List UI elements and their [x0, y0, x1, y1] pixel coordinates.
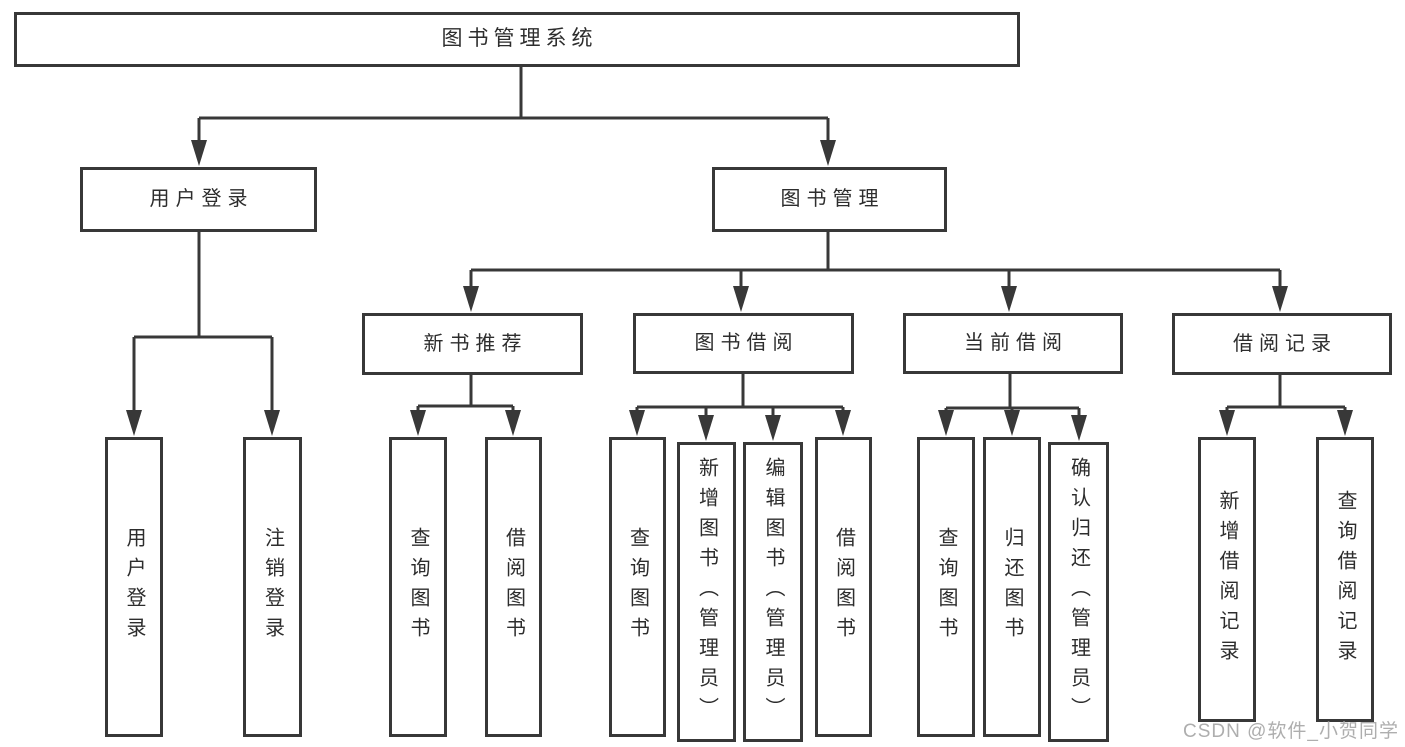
arrowhead-cb-query — [938, 410, 954, 436]
leaf-current-borrow-return: 归还图书 — [983, 437, 1041, 737]
leaf-book-borrow-borrow: 借阅图书 — [815, 437, 872, 737]
csdn-watermark: CSDN @软件_小贺同学 — [1183, 721, 1399, 742]
node-root: 图书管理系统 — [14, 12, 1020, 67]
arrowhead-new-books — [463, 286, 479, 312]
node-new-books-label: 新书推荐 — [423, 332, 528, 355]
leaf-book-borrow-borrow-label: 借阅图书 — [832, 527, 855, 647]
node-book-mgmt: 图书管理 — [712, 167, 947, 232]
leaf-current-borrow-confirm: 确认归还（管理员） — [1048, 442, 1109, 742]
leaf-book-borrow-edit-label: 编辑图书（管理员） — [762, 457, 784, 727]
arrowhead-leaf-login — [126, 410, 142, 436]
arrowhead-nb-borrow — [505, 410, 521, 436]
arrowhead-current-borrow — [1001, 286, 1017, 312]
connector-book-mgmt-children — [469, 232, 1282, 290]
arrowhead-bb-edit — [765, 415, 781, 441]
connector-root-to-level2 — [197, 67, 830, 146]
leaf-book-borrow-add-label: 新增图书（管理员） — [695, 457, 718, 727]
arrowhead-br-add — [1219, 410, 1235, 436]
node-current-borrow-label: 当前借阅 — [964, 332, 1068, 354]
connector-new-books-children — [416, 375, 515, 414]
node-root-label: 图书管理系统 — [441, 27, 598, 51]
node-book-mgmt-label: 图书管理 — [780, 188, 885, 210]
node-book-borrow-label: 图书借阅 — [694, 332, 799, 354]
leaf-user-login: 用户登录 — [105, 437, 163, 737]
connector-user-login-children — [132, 232, 274, 414]
arrowhead-book-mgmt — [820, 140, 836, 166]
leaf-current-borrow-confirm-label: 确认归还（管理员） — [1067, 457, 1090, 727]
node-user-login-label: 用户登录 — [149, 188, 254, 210]
arrowhead-user-login — [191, 140, 207, 166]
leaf-logout: 注销登录 — [243, 437, 302, 737]
arrowhead-bb-borrow — [835, 410, 851, 436]
arrowhead-cb-return — [1004, 410, 1020, 436]
leaf-book-borrow-add: 新增图书（管理员） — [677, 442, 736, 742]
connector-borrow-records-children — [1225, 375, 1347, 414]
leaf-current-borrow-query-label: 查询图书 — [935, 527, 957, 647]
arrowhead-book-borrow — [733, 286, 749, 312]
arrowhead-leaf-logout — [264, 410, 280, 436]
arrowhead-br-query — [1337, 410, 1353, 436]
leaf-new-books-borrow-label: 借阅图书 — [502, 527, 525, 647]
node-borrow-records: 借阅记录 — [1172, 313, 1392, 375]
node-new-books: 新书推荐 — [362, 313, 583, 375]
leaf-logout-label: 注销登录 — [261, 527, 284, 647]
leaf-book-borrow-query: 查询图书 — [609, 437, 666, 737]
connector-book-borrow-children — [635, 374, 845, 418]
leaf-current-borrow-return-label: 归还图书 — [1001, 527, 1023, 647]
node-book-borrow: 图书借阅 — [633, 313, 854, 374]
arrowhead-nb-query — [410, 410, 426, 436]
leaf-borrow-records-add-label: 新增借阅记录 — [1216, 489, 1238, 670]
leaf-borrow-records-add: 新增借阅记录 — [1198, 437, 1256, 722]
arrowhead-bb-add — [698, 415, 714, 441]
arrowhead-cb-confirm — [1071, 415, 1087, 441]
leaf-book-borrow-edit: 编辑图书（管理员） — [743, 442, 803, 742]
leaf-new-books-query-label: 查询图书 — [407, 527, 429, 647]
leaf-borrow-records-query-label: 查询借阅记录 — [1334, 489, 1356, 670]
leaf-user-login-label: 用户登录 — [123, 527, 145, 647]
arrowhead-borrow-records — [1272, 286, 1288, 312]
node-user-login: 用户登录 — [80, 167, 317, 232]
leaf-new-books-query: 查询图书 — [389, 437, 447, 737]
node-borrow-records-label: 借阅记录 — [1233, 332, 1337, 355]
leaf-current-borrow-query: 查询图书 — [917, 437, 975, 737]
node-current-borrow: 当前借阅 — [903, 313, 1123, 374]
leaf-new-books-borrow: 借阅图书 — [485, 437, 542, 737]
arrowhead-bb-query — [629, 410, 645, 436]
leaf-borrow-records-query: 查询借阅记录 — [1316, 437, 1374, 722]
leaf-book-borrow-query-label: 查询图书 — [626, 527, 649, 647]
